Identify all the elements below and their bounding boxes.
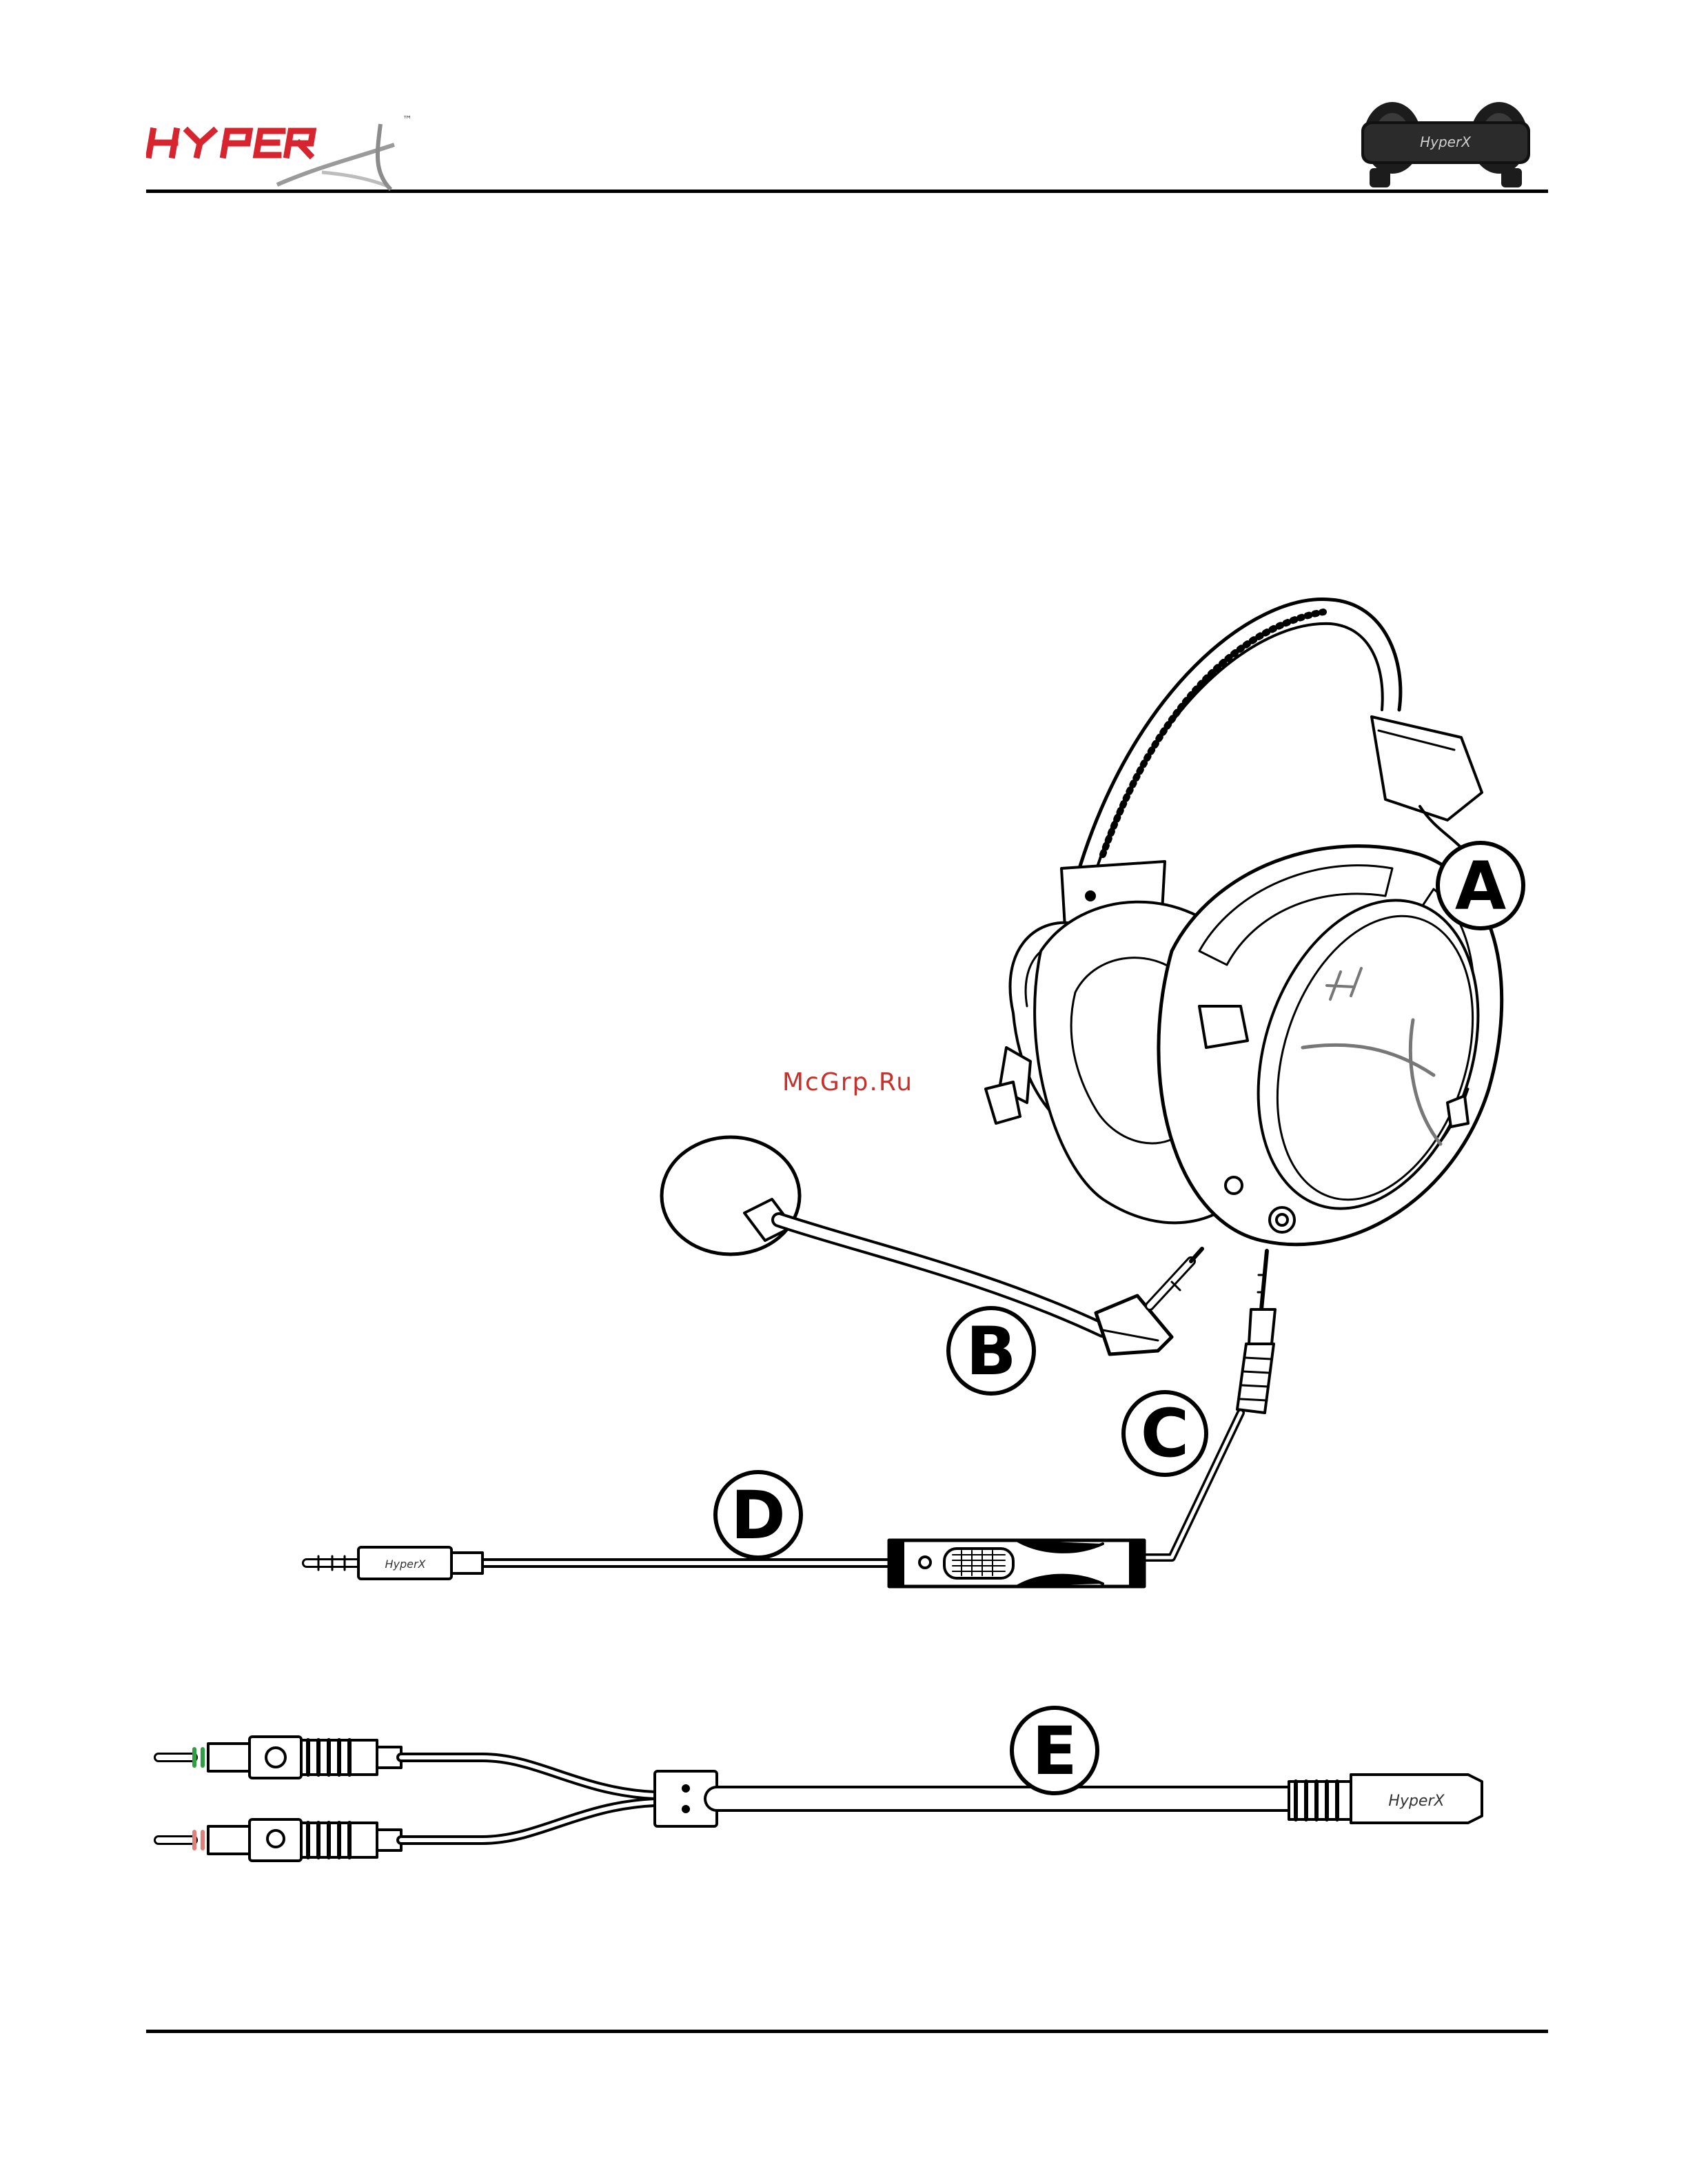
- inline-control-cable-illustration: HyperX: [307, 1540, 1144, 1586]
- adapter-brand-text: HyperX: [1388, 1793, 1445, 1810]
- callout-d: D: [715, 1472, 801, 1558]
- callout-a-label: A: [1455, 848, 1506, 925]
- callout-c: C: [1123, 1392, 1206, 1475]
- headset-illustration: [986, 599, 1516, 1244]
- callout-e-label: E: [1032, 1713, 1077, 1790]
- callout-b-label: B: [966, 1313, 1016, 1390]
- thumbnail-logo-text: HyperX: [1420, 134, 1472, 150]
- hyperx-logo: ™: [146, 103, 436, 193]
- callout-a: A: [1438, 843, 1523, 928]
- callout-b: B: [948, 1308, 1034, 1394]
- callout-e: E: [1012, 1708, 1097, 1793]
- trademark-symbol: ™: [403, 114, 412, 125]
- watermark-text: McGrp.Ru: [772, 1068, 924, 1096]
- callout-c-label: C: [1141, 1395, 1189, 1472]
- plug-brand-text: HyperX: [385, 1558, 426, 1571]
- footer-rule: [146, 2030, 1548, 2033]
- callout-d-label: D: [731, 1477, 786, 1554]
- headset-thumbnail: HyperX: [1354, 96, 1537, 193]
- package-contents-diagram: HyperX: [0, 565, 1688, 1978]
- splitter-cable-illustration: HyperX: [159, 1737, 1482, 1861]
